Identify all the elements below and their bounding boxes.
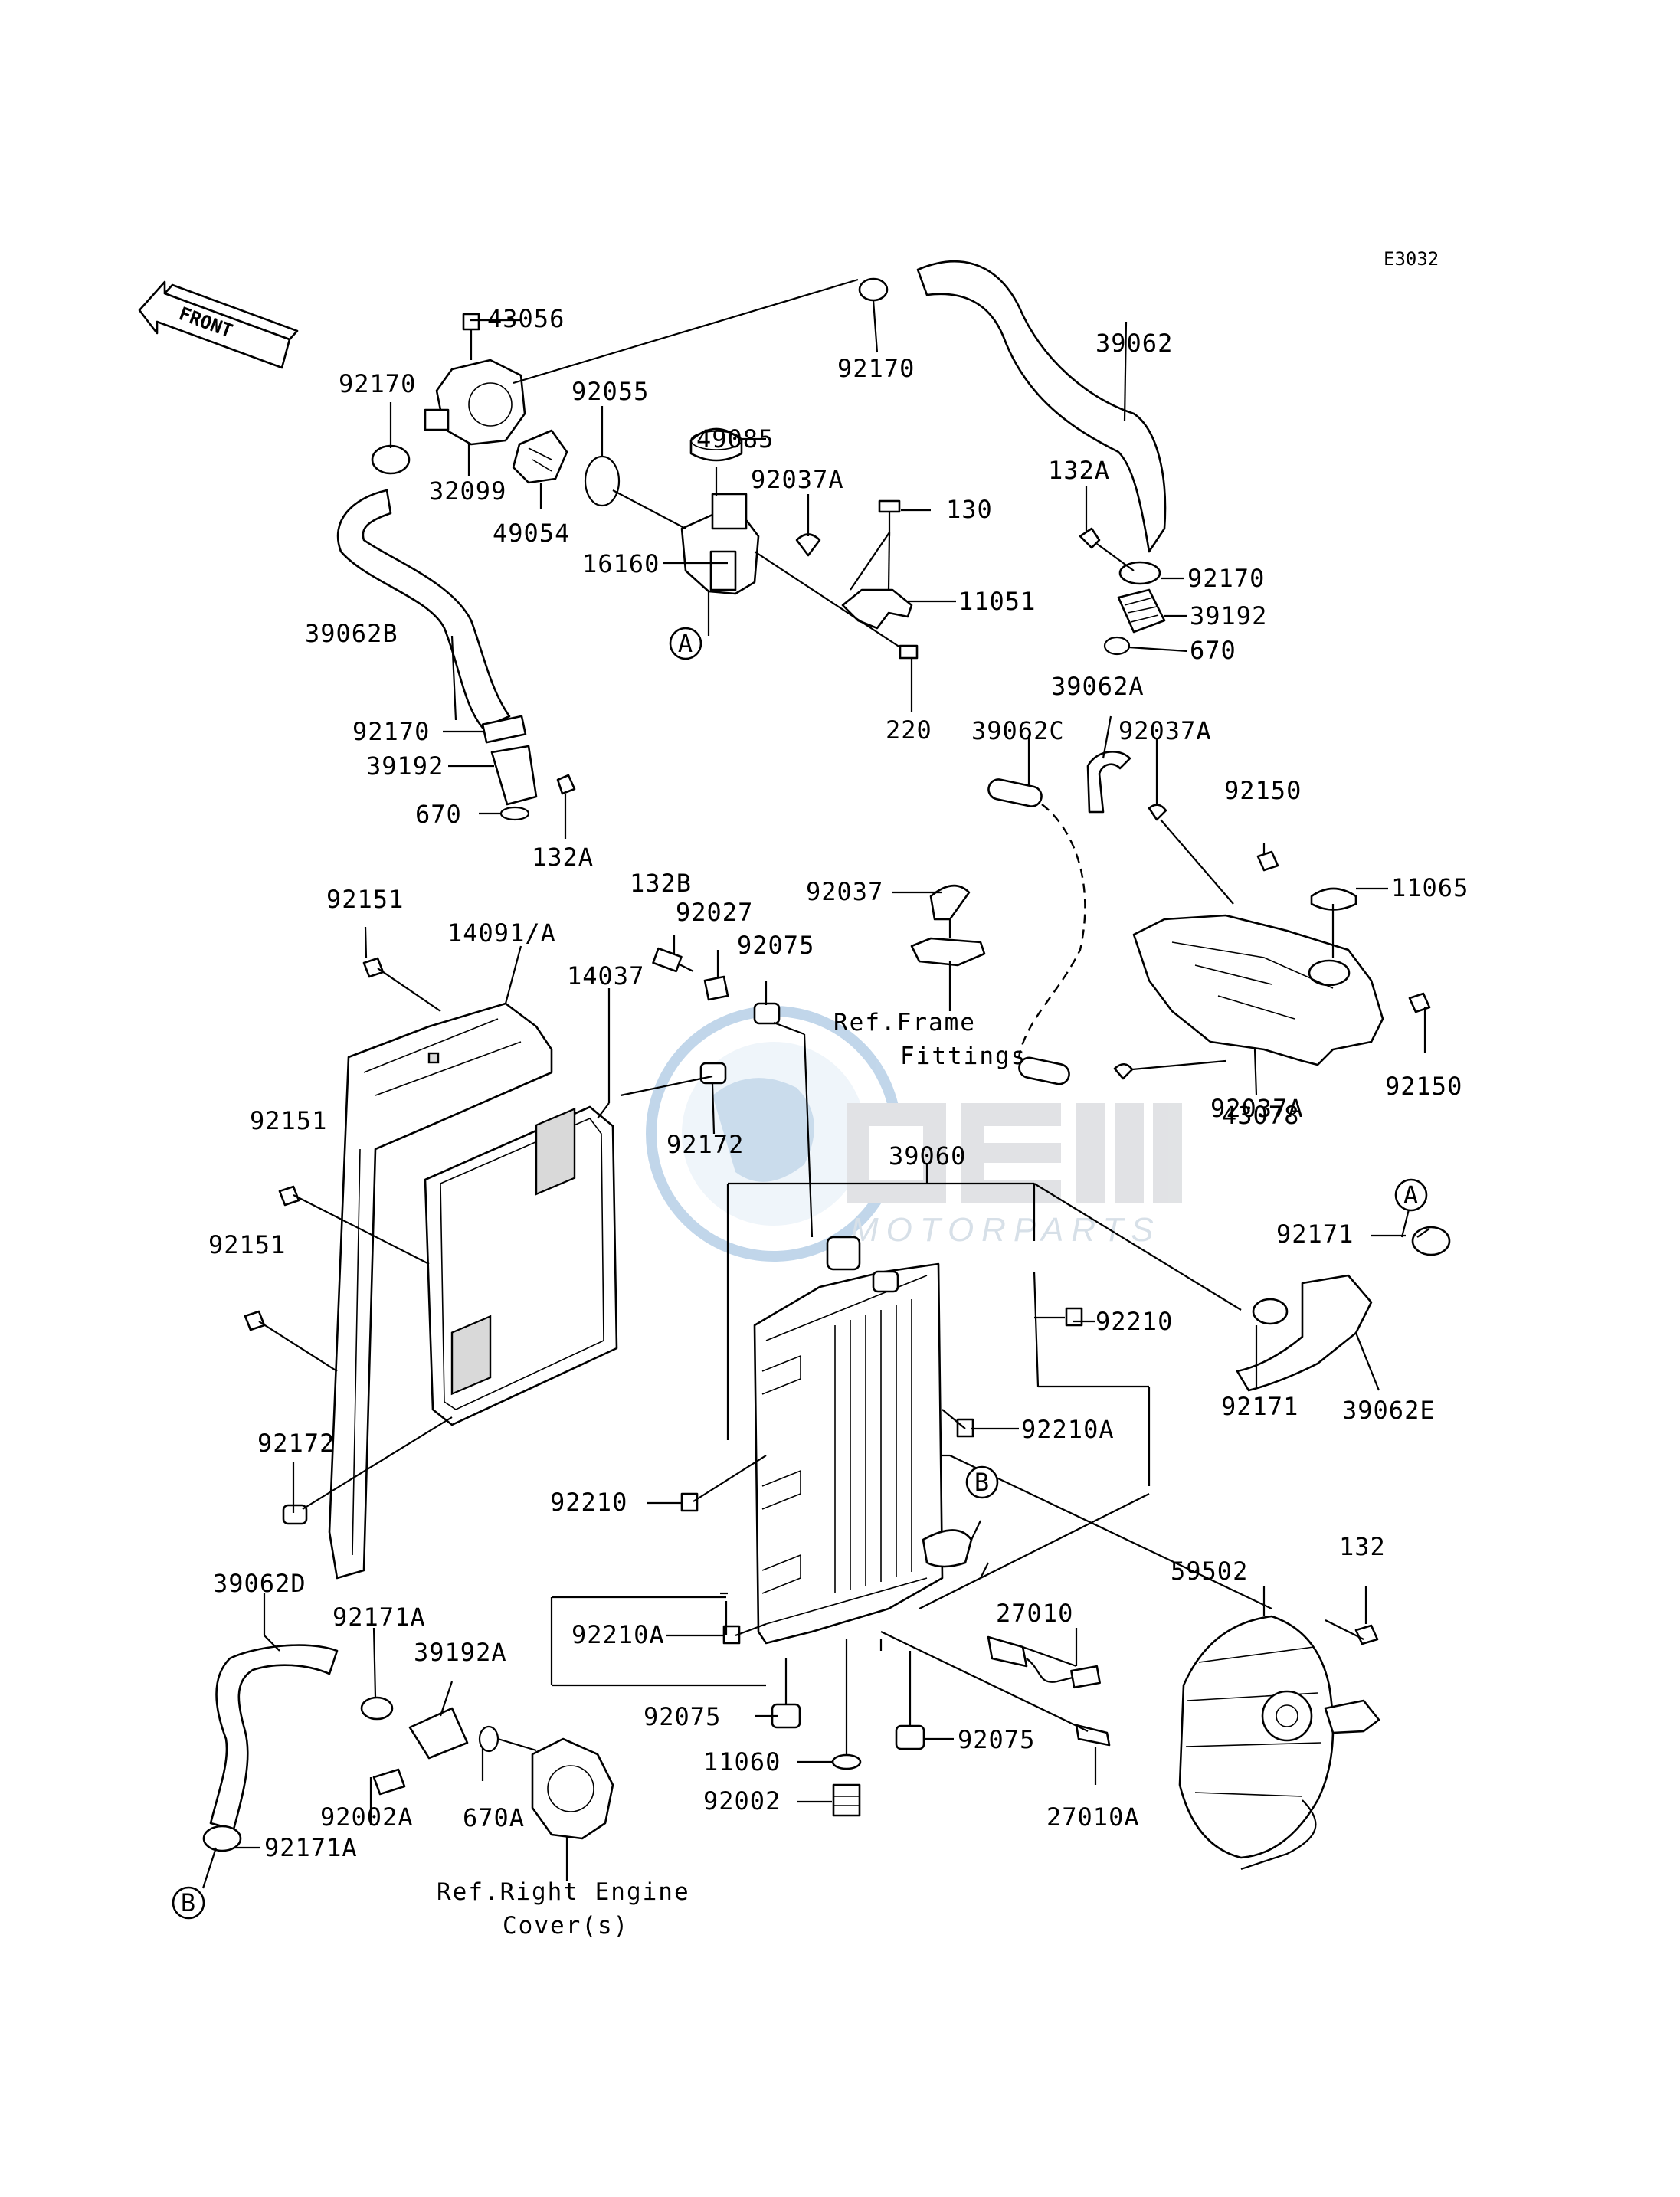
part-label: 39062C [971, 716, 1065, 745]
callout-a-right: A [1403, 1180, 1419, 1210]
part-label: 670 [415, 800, 462, 829]
part-label: 14091/A [447, 918, 556, 948]
part-label: 92172 [666, 1130, 744, 1159]
front-arrow-icon: FRONT [138, 280, 299, 369]
part-label: 92027 [676, 898, 753, 927]
part-label: 130 [946, 495, 993, 524]
part-label: 11060 [703, 1747, 781, 1776]
part-label: 39192A [414, 1638, 507, 1667]
part-label: 92151 [250, 1106, 327, 1135]
ref-cover-line-1: Ref.Right Engine [437, 1878, 690, 1906]
part-label: 92171 [1221, 1392, 1298, 1421]
part-label: 92075 [644, 1702, 721, 1731]
callout-b-hose: B [181, 1888, 196, 1917]
part-label: 92037 [806, 877, 883, 906]
reference-notes: Ref.Frame Fittings Ref.Right Engine Cove… [437, 1009, 1027, 1940]
part-label: 670 [1190, 636, 1236, 665]
ref-cover-line-2: Cover(s) [503, 1912, 629, 1940]
part-label: 27010 [996, 1599, 1073, 1628]
part-label: 43056 [487, 304, 565, 333]
part-label: 132B [630, 869, 692, 898]
part-label: 92170 [1187, 564, 1265, 593]
part-label: 49085 [696, 424, 774, 453]
part-label: 92171A [332, 1603, 426, 1632]
part-label: 92171A [264, 1833, 358, 1862]
part-label: 92150 [1224, 776, 1302, 805]
part-label: 39062D [213, 1569, 306, 1598]
part-label: 670A [463, 1803, 525, 1832]
part-label: 92151 [208, 1230, 286, 1259]
part-label: 132 [1339, 1532, 1386, 1561]
part-label: 92055 [571, 377, 649, 406]
callout-markers: A A B B [172, 627, 1428, 1920]
part-label: 220 [886, 715, 932, 745]
part-label: 92151 [326, 885, 404, 914]
part-label: 39062A [1051, 672, 1145, 701]
part-label: 39192 [1190, 601, 1267, 630]
part-label: 16160 [582, 549, 660, 578]
watermark-text: MOTORPARTS [850, 1211, 1161, 1249]
part-labels: 43056 92170 92170 92055 32099 49085 4905… [208, 304, 1469, 1862]
ref-frame-line-2: Fittings [900, 1043, 1027, 1070]
part-label: 92075 [737, 931, 814, 960]
part-label: 92210 [1095, 1307, 1173, 1336]
part-label: 132A [532, 843, 594, 872]
callout-a-top: A [678, 629, 693, 658]
diagram-code: E3032 [1384, 248, 1439, 270]
part-label: 39062 [1095, 329, 1173, 358]
part-label: 32099 [429, 476, 506, 506]
leader-lines [201, 278, 1430, 1889]
part-label: 11065 [1391, 873, 1469, 902]
part-label: 39062B [305, 619, 398, 648]
part-label: 27010A [1046, 1802, 1140, 1832]
part-label: 92037A [1118, 716, 1212, 745]
part-label: 14037 [567, 961, 644, 990]
part-label: 92037A [1210, 1094, 1304, 1123]
part-label: 39062E [1342, 1396, 1436, 1425]
part-label: 92170 [837, 354, 915, 383]
part-label: 11051 [958, 587, 1036, 616]
part-label: 92210A [1021, 1415, 1115, 1444]
watermark: MOTORPARTS [646, 1006, 1182, 1262]
part-label: 49054 [493, 519, 570, 548]
part-label: 92170 [352, 717, 430, 746]
part-label: 39060 [889, 1141, 966, 1171]
ref-frame-line-1: Ref.Frame [833, 1009, 976, 1036]
part-label: 92002A [320, 1802, 414, 1832]
part-label: 39192 [366, 751, 444, 781]
part-label: 92170 [339, 369, 416, 398]
callout-b-radiator: B [974, 1468, 990, 1497]
part-label: 92037A [751, 465, 844, 494]
part-label: 92171 [1276, 1220, 1354, 1249]
part-label: 92075 [958, 1725, 1035, 1754]
part-label: 92150 [1385, 1072, 1462, 1101]
part-label: 92210 [550, 1488, 627, 1517]
part-drawings [202, 260, 1451, 1871]
part-label: 59502 [1171, 1557, 1248, 1586]
part-label: 92210A [571, 1620, 665, 1649]
part-label-43078: 43078 [1222, 1101, 1299, 1130]
part-label: 92002 [703, 1786, 781, 1816]
part-label: 92172 [257, 1429, 335, 1458]
part-label: 132A [1048, 456, 1110, 485]
